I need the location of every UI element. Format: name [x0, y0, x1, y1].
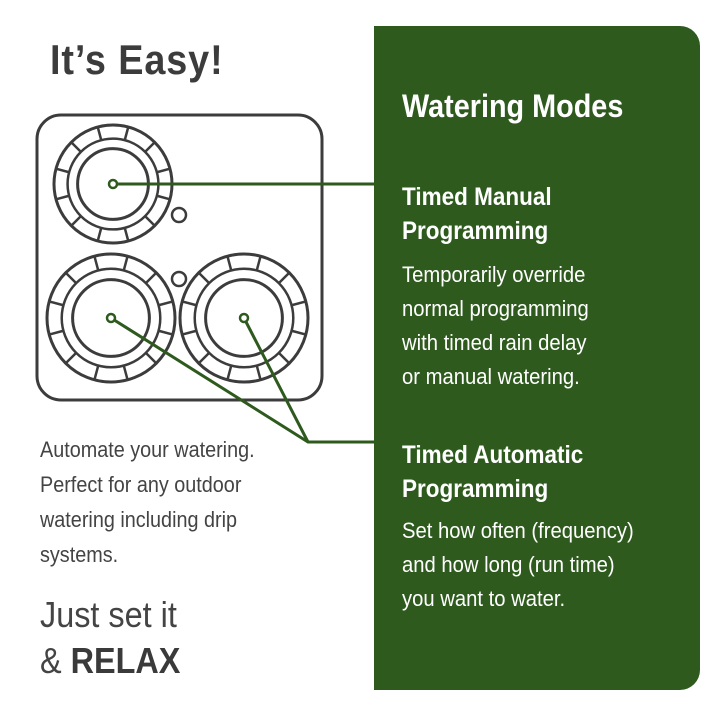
dial-ridge — [226, 255, 233, 271]
dial-ridge — [55, 194, 70, 201]
dial-ridge — [226, 365, 233, 381]
dial-center-dot — [105, 312, 117, 324]
dial-ridge — [156, 194, 171, 201]
dial-ridge — [144, 141, 156, 153]
description-line: Perfect for any outdoor — [40, 472, 242, 497]
tagline-line: & RELAX — [40, 638, 180, 684]
dial-ridge — [181, 329, 197, 336]
dial-ridge — [70, 215, 82, 227]
mode-description-timed-manual: Temporarily override normal programming … — [402, 258, 589, 394]
tagline: Just set it & RELAX — [40, 592, 180, 684]
mode-title-timed-automatic: Timed Automatic Programming — [402, 438, 583, 506]
description-line: Set how often (frequency) — [402, 518, 634, 543]
dial-ridge — [144, 271, 158, 285]
dial-ridge — [48, 300, 64, 307]
dial-ridge — [255, 365, 262, 381]
dial-ridge — [70, 141, 82, 153]
description-line: with timed rain delay — [402, 330, 587, 355]
headline: It’s Easy! — [50, 36, 224, 83]
mode-title-line: Programming — [402, 217, 549, 245]
dial-ridge — [123, 227, 130, 242]
leader-line-automatic — [242, 317, 310, 443]
dial-ridge — [197, 351, 211, 365]
tagline-line: Just set it — [40, 594, 177, 635]
description-line: Automate your watering. — [40, 437, 255, 462]
description-line: watering including drip — [40, 507, 238, 532]
dial-ridge — [197, 271, 211, 285]
dial-inner-ring — [193, 267, 295, 369]
dial-ridge — [122, 255, 129, 271]
dial-ridge — [255, 255, 262, 271]
description-line: Temporarily override — [402, 262, 586, 287]
dial-ridge — [181, 300, 197, 307]
mode-description-timed-automatic: Set how often (frequency) and how long (… — [402, 514, 634, 616]
dial-ridge — [96, 126, 103, 141]
mode-title-line: Timed Automatic — [402, 441, 584, 469]
dial-ridge — [93, 255, 100, 271]
dial-ridge — [96, 227, 103, 242]
tagline-bold: RELAX — [70, 640, 181, 681]
dial-ridge — [93, 365, 100, 381]
panel-title: Watering Modes — [402, 88, 624, 124]
dial-ridge — [144, 215, 156, 227]
dial-ridge — [122, 365, 129, 381]
description-line: or manual watering. — [402, 364, 580, 389]
indicator-light — [170, 206, 188, 224]
dial-ridge — [277, 271, 291, 285]
mode-title-line: Timed Manual — [402, 183, 552, 211]
left-description: Automate your watering. Perfect for any … — [40, 432, 255, 572]
watering-modes-panel: Watering Modes Timed Manual Programming … — [374, 26, 700, 690]
description-line: and how long (run time) — [402, 552, 615, 577]
leader-lines — [110, 182, 398, 444]
dial-ridge — [64, 271, 78, 285]
dial-center-dot — [238, 312, 250, 324]
dial-ridge — [158, 329, 174, 336]
dial-ridge — [55, 167, 70, 174]
dial-ridge — [158, 300, 174, 307]
dial-ridge — [156, 167, 171, 174]
dial-center-dot — [107, 178, 119, 190]
dial-ridge — [123, 126, 130, 141]
indicator-light — [170, 270, 188, 288]
tagline-prefix: & — [40, 640, 71, 681]
dial-inner-ring — [60, 267, 162, 369]
description-line: systems. — [40, 542, 119, 567]
dial-ridge — [144, 351, 158, 365]
dial-ridge — [291, 329, 307, 336]
dial-ridge — [64, 351, 78, 365]
dial-ridge — [48, 329, 64, 336]
description-line: normal programming — [402, 296, 589, 321]
dial-ridge — [291, 300, 307, 307]
mode-title-line: Programming — [402, 475, 549, 503]
dial-ridge — [277, 351, 291, 365]
description-line: you want to water. — [402, 586, 566, 611]
mode-title-timed-manual: Timed Manual Programming — [402, 180, 552, 248]
